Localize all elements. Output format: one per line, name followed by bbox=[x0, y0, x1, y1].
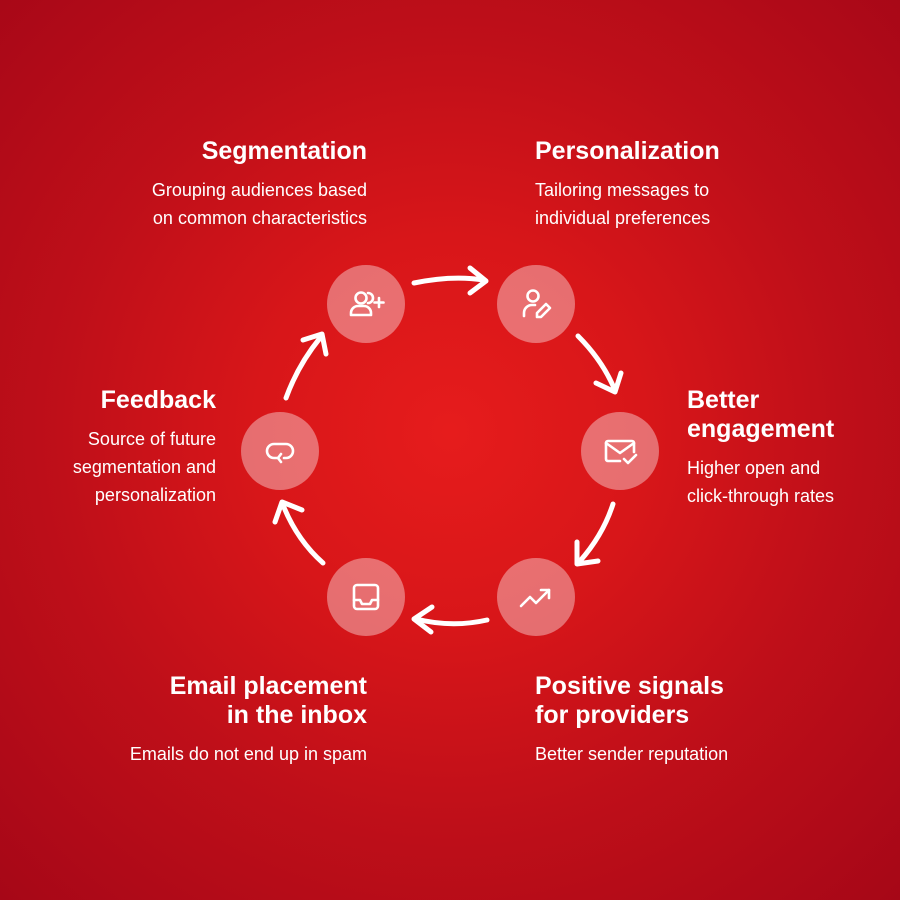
segmentation-title: Segmentation bbox=[201, 137, 367, 165]
user-edit-icon bbox=[522, 289, 552, 319]
feedback-node bbox=[241, 412, 319, 490]
inbox-icon bbox=[352, 583, 380, 611]
inbox-node bbox=[327, 558, 405, 636]
arrow-positive-to-inbox bbox=[413, 616, 490, 627]
engagement-node bbox=[581, 412, 659, 490]
inbox-placement-title: Email placement in the inbox bbox=[169, 672, 367, 729]
arrow-engagement-to-positive bbox=[577, 501, 616, 564]
personalization-block: Personalization Tailoring messages to in… bbox=[535, 137, 720, 232]
segmentation-block: Segmentation Grouping audiences based on… bbox=[152, 137, 367, 232]
mail-check-icon bbox=[604, 439, 638, 465]
personalization-title: Personalization bbox=[535, 137, 720, 165]
engagement-title: Better engagement bbox=[687, 386, 835, 443]
positive-signals-node bbox=[497, 558, 575, 636]
add-users-icon bbox=[349, 291, 385, 317]
inbox-placement-description: Emails do not end up in spam bbox=[129, 744, 367, 764]
positive-signals-block: Positive signals for providers Better se… bbox=[535, 672, 728, 768]
loop-icon bbox=[265, 442, 295, 464]
segmentation-node bbox=[327, 265, 405, 343]
arrow-feedback-to-segmentation bbox=[283, 335, 323, 401]
personalization-description: Tailoring messages to individual prefere… bbox=[535, 180, 711, 228]
engagement-description: Higher open and click-through rates bbox=[687, 458, 835, 506]
segmentation-description: Grouping audiences based on common chara… bbox=[151, 180, 367, 228]
engagement-block: Better engagement Higher open and click-… bbox=[687, 386, 834, 510]
positive-signals-title: Positive signals for providers bbox=[535, 672, 724, 729]
arrow-inbox-to-feedback bbox=[280, 502, 326, 566]
feedback-description: Source of future segmentation and person… bbox=[72, 429, 216, 505]
feedback-title: Feedback bbox=[100, 386, 216, 414]
arrow-segmentation-to-personalization bbox=[411, 275, 487, 286]
inbox-placement-block: Email placement in the inbox Emails do n… bbox=[130, 672, 367, 768]
personalization-node bbox=[497, 265, 575, 343]
positive-signals-description: Better sender reputation bbox=[535, 744, 729, 764]
trending-up-icon bbox=[519, 588, 551, 608]
arrow-personalization-to-engagement bbox=[575, 333, 617, 391]
feedback-block: Feedback Source of future segmentation a… bbox=[73, 386, 216, 509]
